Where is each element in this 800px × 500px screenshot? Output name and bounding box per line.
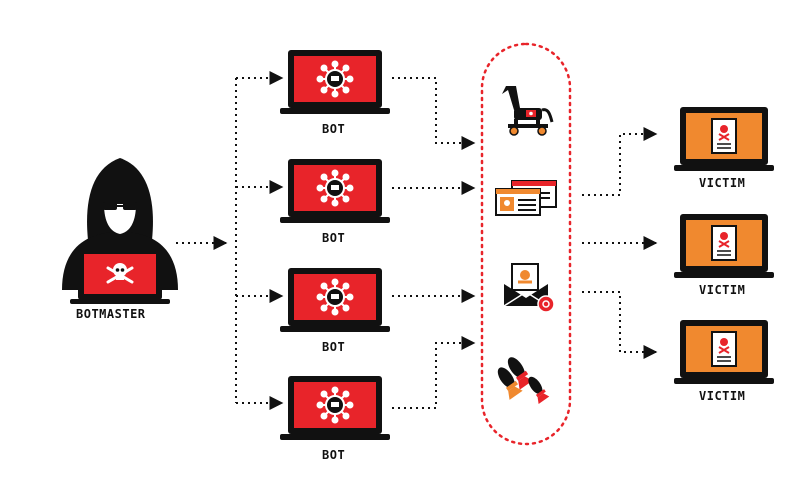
hacker-glasses-icon (103, 202, 137, 210)
trojan-horse-icon (502, 86, 554, 136)
victim-laptop-2 (674, 214, 774, 278)
virus-icon (316, 169, 354, 207)
virus-icon (316, 386, 354, 424)
victim-label: VICTIM (699, 283, 746, 297)
bot-label: BOT (322, 122, 346, 136)
virus-icon (316, 278, 354, 316)
phishing-email-icon (503, 263, 555, 313)
victim-laptop-1 (674, 107, 774, 171)
spam-ads-icon (495, 180, 557, 216)
connector-bot-1-attack (392, 77, 476, 150)
bot-label: BOT (322, 448, 346, 462)
bot-label: BOT (322, 231, 346, 245)
botmaster-label: BOTMASTER (76, 307, 146, 321)
bot-laptop-2 (280, 159, 390, 223)
skull-crossbones-icon (106, 263, 134, 284)
infected-document-icon (711, 225, 737, 261)
botmaster-figure (62, 158, 178, 304)
bot-laptop-1 (280, 50, 390, 114)
hacker-hood-icon (87, 158, 153, 240)
connector-to-victim-1 (582, 127, 658, 196)
bombs-icon (497, 357, 550, 404)
victim-label: VICTIM (699, 389, 746, 403)
infected-document-icon (711, 118, 737, 154)
infected-document-icon (711, 331, 737, 367)
botmaster-laptop (70, 248, 170, 304)
hacker-face (104, 204, 136, 234)
virus-icon (316, 60, 354, 98)
connector-to-victim-3 (582, 291, 658, 359)
bot-laptop-3 (280, 268, 390, 332)
victim-laptop-3 (674, 320, 774, 384)
bot-label: BOT (322, 340, 346, 354)
victim-label: VICTIM (699, 176, 746, 190)
connector-bot-4-attack (392, 336, 476, 409)
connectors (176, 71, 658, 410)
bot-laptop-4 (280, 376, 390, 440)
attack-vector-capsule (480, 42, 572, 446)
